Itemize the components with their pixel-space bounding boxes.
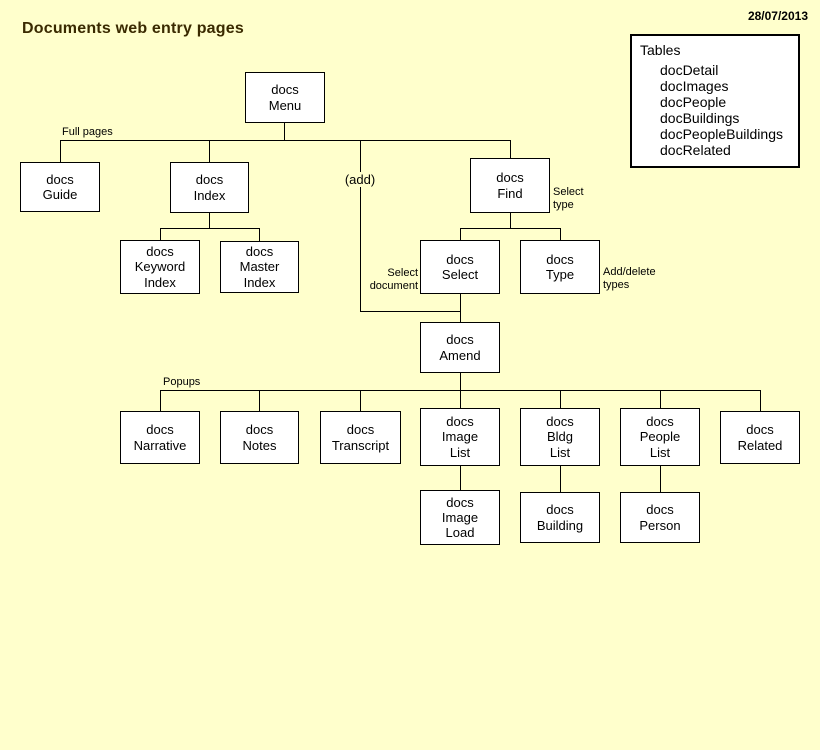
connector-vline (510, 140, 511, 158)
connector-vline (760, 390, 761, 411)
label-select-type: Select type (553, 186, 584, 211)
connector-vline (284, 123, 285, 140)
connector-vline (60, 140, 61, 162)
label-add: (add) (336, 172, 384, 187)
connector-hline (460, 228, 561, 229)
node-docs-related: docs Related (720, 411, 800, 464)
tables-panel-item: docRelated (660, 142, 731, 158)
connector-vline (460, 466, 461, 490)
label-add-delete-types: Add/delete types (603, 266, 656, 291)
connector-vline (259, 228, 260, 241)
node-docs-image-list: docs Image List (420, 408, 500, 466)
connector-vline (209, 213, 210, 228)
node-docs-menu: docs Menu (245, 72, 325, 123)
connector-vline (660, 466, 661, 492)
node-docs-master-index: docs Master Index (220, 241, 299, 293)
node-docs-transcript: docs Transcript (320, 411, 401, 464)
tables-panel-item: docDetail (660, 62, 719, 78)
node-docs-index: docs Index (170, 162, 249, 213)
node-docs-bldg-list: docs Bldg List (520, 408, 600, 466)
connector-hline (60, 140, 511, 141)
connector-vline (660, 390, 661, 408)
page-title: Documents web entry pages (22, 20, 244, 37)
label-popups: Popups (163, 376, 201, 388)
node-docs-find: docs Find (470, 158, 550, 213)
label-select-document: Select document (369, 267, 418, 292)
connector-hline (360, 311, 461, 312)
connector-vline (510, 213, 511, 228)
node-docs-select: docs Select (420, 240, 500, 294)
connector-vline (560, 466, 561, 492)
connector-vline (460, 228, 461, 240)
tables-panel-title: Tables (640, 42, 681, 58)
connector-vline (560, 228, 561, 240)
node-docs-people-list: docs People List (620, 408, 700, 466)
tables-panel-item: docBuildings (660, 110, 740, 126)
node-docs-narrative: docs Narrative (120, 411, 200, 464)
node-docs-person: docs Person (620, 492, 700, 543)
label-full-pages: Full pages (62, 126, 113, 138)
connector-vline (160, 390, 161, 411)
connector-vline (560, 390, 561, 408)
date-label: 28/07/2013 (747, 9, 808, 23)
node-docs-guide: docs Guide (20, 162, 100, 212)
connector-vline (460, 373, 461, 390)
connector-vline (360, 140, 361, 311)
tables-panel: Tables docDetail docImages docPeople doc… (630, 34, 800, 168)
node-docs-image-load: docs Image Load (420, 490, 500, 545)
node-docs-type: docs Type (520, 240, 600, 294)
tables-panel-item: docImages (660, 78, 729, 94)
connector-hline (160, 228, 260, 229)
connector-vline (160, 228, 161, 240)
connector-vline (259, 390, 260, 411)
tables-panel-item: docPeopleBuildings (660, 126, 783, 142)
tables-panel-item: docPeople (660, 94, 727, 110)
connector-vline (209, 140, 210, 162)
node-docs-notes: docs Notes (220, 411, 299, 464)
connector-vline (460, 390, 461, 408)
connector-vline (460, 294, 461, 322)
connector-vline (360, 390, 361, 411)
node-docs-building: docs Building (520, 492, 600, 543)
node-docs-amend: docs Amend (420, 322, 500, 373)
node-docs-keyword-index: docs Keyword Index (120, 240, 200, 294)
